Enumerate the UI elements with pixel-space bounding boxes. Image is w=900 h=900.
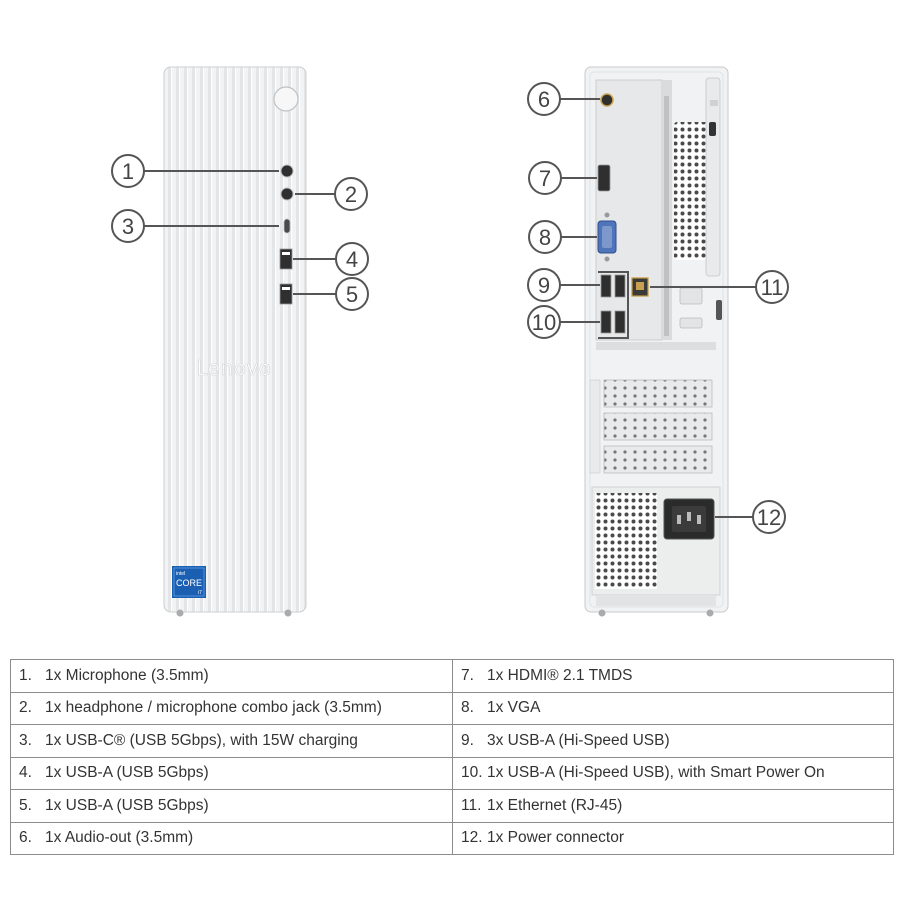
callouts (144, 98, 756, 518)
callout-circle-6 (527, 82, 561, 116)
spec-cell-7: 7.1x HDMI® 2.1 TMDS (452, 659, 894, 693)
svg-text:i7: i7 (198, 590, 202, 596)
callout-label-8: 8 (539, 225, 551, 250)
table-row: 4.1x USB-A (USB 5Gbps) 10.1x USB-A (Hi-S… (10, 756, 894, 790)
power-connector (663, 498, 715, 540)
spec-cell-11: 11.1x Ethernet (RJ-45) (452, 789, 894, 823)
callout-label-9: 9 (538, 273, 550, 298)
front-panel (163, 66, 307, 613)
callout-circle-12 (752, 500, 786, 534)
spec-cell-1: 1.1x Microphone (3.5mm) (10, 659, 453, 693)
expansion-slots (589, 379, 713, 474)
callout-label-4: 4 (346, 247, 358, 272)
audio-out-jack (600, 93, 614, 107)
table-row: 3.1x USB-C® (USB 5Gbps), with 15W chargi… (10, 724, 894, 758)
intel-core-badge: intel CORE i7 (172, 566, 206, 598)
callout-circle-10 (527, 305, 561, 339)
spec-cell-4: 4.1x USB-A (USB 5Gbps) (10, 756, 453, 790)
table-row: 1.1x Microphone (3.5mm) 7.1x HDMI® 2.1 T… (10, 659, 894, 693)
front-brand-logo: Lenovo (196, 356, 271, 380)
port-spec-table: 1.1x Microphone (3.5mm) 7.1x HDMI® 2.1 T… (10, 659, 894, 855)
usb-a-ports-rear-bottom (600, 310, 626, 334)
table-row: 6.1x Audio-out (3.5mm) 12.1x Power conne… (10, 821, 894, 855)
usb-c-port (283, 218, 291, 234)
callout-label-11: 11 (761, 275, 784, 300)
table-row: 2.1x headphone / microphone combo jack (… (10, 691, 894, 725)
microphone-jack (280, 164, 294, 178)
spec-cell-6: 6.1x Audio-out (3.5mm) (10, 821, 453, 855)
combo-audio-jack (280, 187, 294, 201)
spec-cell-2: 2.1x headphone / microphone combo jack (… (10, 691, 453, 725)
callout-circle-9 (527, 268, 561, 302)
power-button (273, 86, 299, 112)
callout-circle-7 (528, 161, 562, 195)
front-tower: Lenovo intel CORE i7 (163, 66, 307, 617)
vga-port (597, 212, 617, 262)
svg-text:CORE: CORE (176, 578, 202, 588)
spec-cell-10: 10.1x USB-A (Hi-Speed USB), with Smart P… (452, 756, 894, 790)
callout-circle-4 (335, 242, 369, 276)
psu-vent (595, 493, 657, 589)
spec-cell-9: 9.3x USB-A (Hi-Speed USB) (452, 724, 894, 758)
spec-cell-5: 5.1x USB-A (USB 5Gbps) (10, 789, 453, 823)
callout-label-3: 3 (122, 214, 134, 239)
callout-circle-8 (528, 220, 562, 254)
spec-cell-8: 8.1x VGA (452, 691, 894, 725)
callout-circle-2 (334, 177, 368, 211)
callout-label-10: 10 (532, 310, 556, 335)
callout-label-1: 1 (122, 159, 134, 184)
svg-text:intel: intel (176, 571, 185, 577)
callout-label-7: 7 (539, 166, 551, 191)
callout-label-12: 12 (757, 505, 781, 530)
usb-a-ports-rear-top (600, 274, 626, 298)
callout-label-5: 5 (346, 282, 358, 307)
callout-circle-1 (111, 154, 145, 188)
callout-circle-5 (335, 277, 369, 311)
table-row: 5.1x USB-A (USB 5Gbps) 11.1x Ethernet (R… (10, 789, 894, 823)
rear-tower (584, 66, 729, 617)
pc-port-diagram: Lenovo intel CORE i7 (111, 66, 789, 617)
hdmi-port (597, 164, 611, 192)
callout-label-2: 2 (345, 182, 357, 207)
callout-label-6: 6 (538, 87, 550, 112)
spec-cell-3: 3.1x USB-C® (USB 5Gbps), with 15W chargi… (10, 724, 453, 758)
callout-circle-11 (755, 270, 789, 304)
rear-vent (674, 122, 708, 260)
callout-circle-3 (111, 209, 145, 243)
spec-cell-12: 12.1x Power connector (452, 821, 894, 855)
